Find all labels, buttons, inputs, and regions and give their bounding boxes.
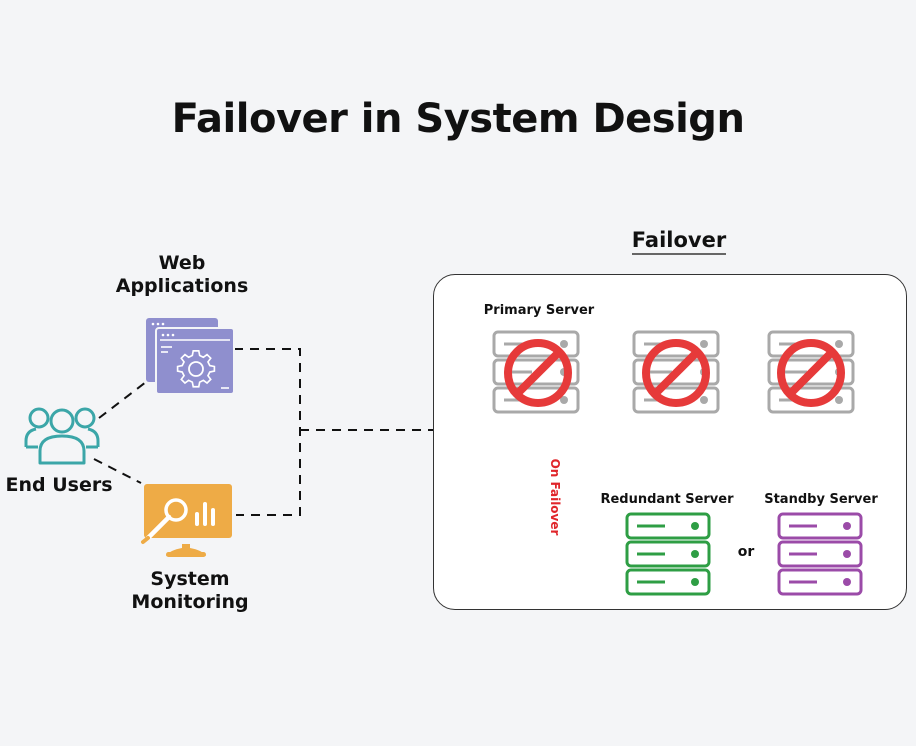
connector-users-to-monitoring [93,458,142,484]
primary-server-failed [492,330,580,414]
end-users-label: End Users [5,474,113,496]
server-rack-icon [632,330,720,414]
or-label: or [737,544,755,560]
redundant-server-label: Redundant Server [600,492,734,507]
system-monitoring-label: System Monitoring [131,568,249,613]
users-group-icon [24,407,100,465]
failover-heading-text: Failover [631,228,727,255]
primary-server-label: Primary Server [483,303,595,318]
prohibited-icon [777,339,845,407]
diagram-title: Failover in System Design [171,96,745,142]
on-failover-label: On Failover [548,458,562,536]
redundant-server-icon [625,512,711,596]
connector-users-to-web [98,381,147,419]
standby-server-label: Standby Server [764,492,878,507]
prohibited-icon [504,339,572,407]
web-applications-label: Web Applications [115,252,249,297]
failed-server-2 [632,330,720,414]
standby-server-icon [777,512,863,596]
prohibited-icon [642,339,710,407]
web-app-gear-icon [146,318,235,395]
monitor-analytics-icon [141,484,232,557]
connector-web-to-bus [234,348,301,516]
failover-container [433,274,907,610]
failover-heading: Failover [600,228,758,255]
failed-server-3 [767,330,855,414]
